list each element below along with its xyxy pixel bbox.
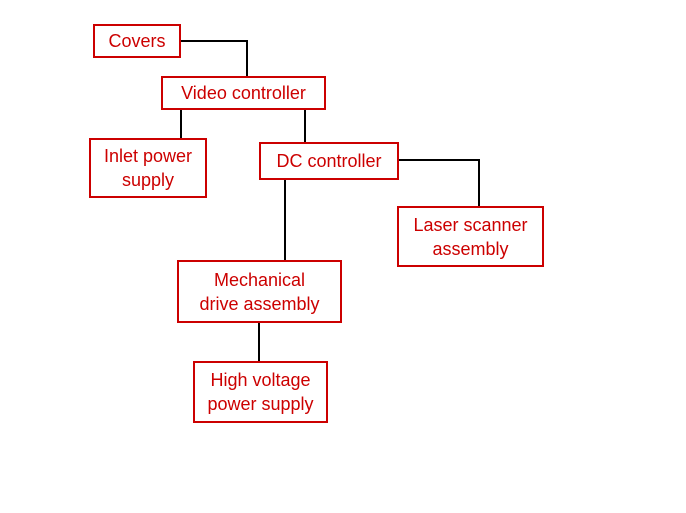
node-video-controller: Video controller (161, 76, 326, 110)
connector-dc-controller-laser-scanner (398, 159, 480, 208)
connector-covers-video-controller (181, 40, 248, 78)
node-covers: Covers (93, 24, 181, 58)
node-mechanical-drive-assembly: Mechanical drive assembly (177, 260, 342, 323)
node-high-voltage-power-supply: High voltage power supply (193, 361, 328, 423)
node-dc-controller: DC controller (259, 142, 399, 180)
node-inlet-power-supply: Inlet power supply (89, 138, 207, 198)
node-laser-scanner-assembly: Laser scanner assembly (397, 206, 544, 267)
